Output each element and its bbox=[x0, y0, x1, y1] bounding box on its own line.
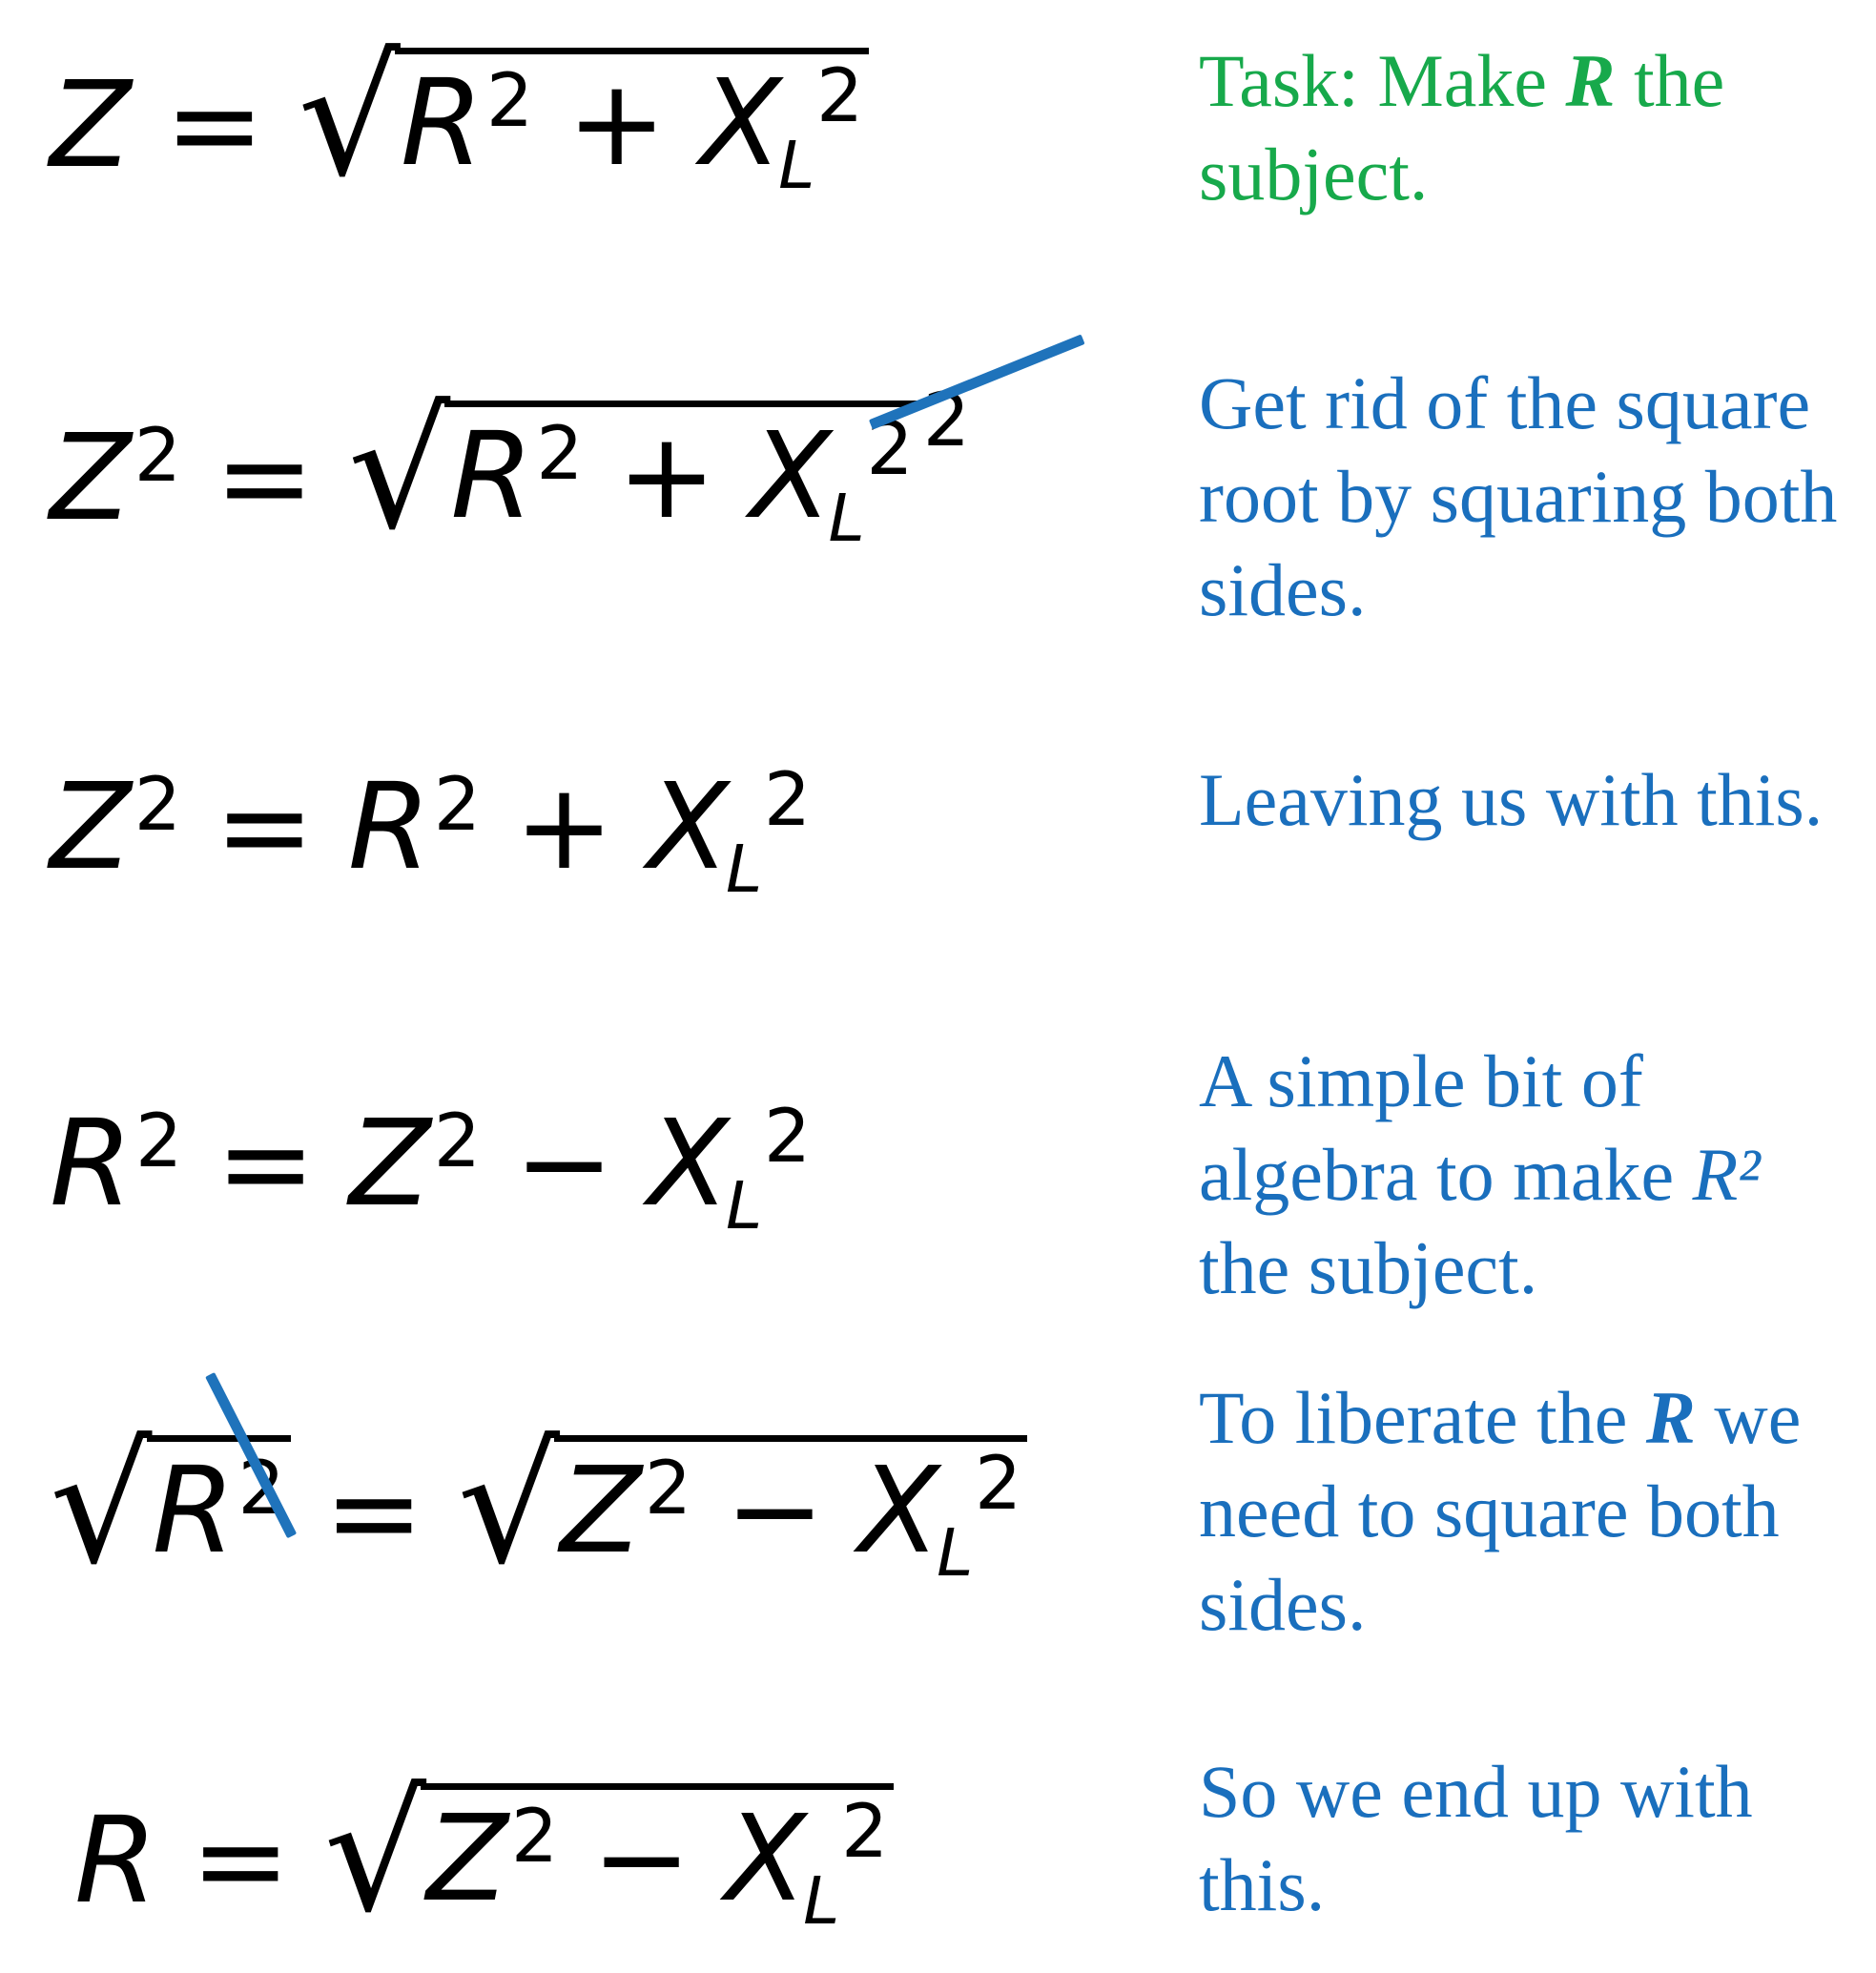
task-subject: R bbox=[1565, 39, 1616, 122]
eq1-term-r: R bbox=[400, 53, 484, 193]
equation-1: Z=√R2+XL2 bbox=[50, 38, 870, 198]
note-4: A simple bit of algebra to make R² the s… bbox=[1199, 1039, 1761, 1309]
eq2-radicand: R2+XL2 bbox=[444, 400, 919, 551]
eq1-radical: √R2+XL2 bbox=[298, 38, 870, 198]
eq1-term-x: X bbox=[699, 53, 782, 193]
eq2-equals: = bbox=[215, 409, 315, 547]
eq2-sqrt-sign: √ bbox=[347, 377, 451, 565]
strike-mark-1 bbox=[868, 334, 1085, 430]
eq5-rhs-radical: √Z2−XL2 bbox=[458, 1426, 1028, 1586]
eq1-power: 2 bbox=[485, 57, 534, 144]
eq1-lhs: Z bbox=[50, 56, 132, 195]
eq2-lhs-power: 2 bbox=[134, 412, 182, 499]
note-2: Get rid of the square root by squaring b… bbox=[1199, 361, 1838, 631]
eq1-radicand: R2+XL2 bbox=[394, 47, 870, 198]
eq1-equals: = bbox=[164, 56, 265, 195]
note-5-emph: R bbox=[1645, 1376, 1696, 1459]
note-6: So we end up with this. bbox=[1199, 1750, 1753, 1926]
note-5: To liberate the R we need to square both… bbox=[1199, 1376, 1802, 1646]
eq6-radical: √Z2−XL2 bbox=[324, 1774, 895, 1934]
eq1-sqrt-sign: √ bbox=[298, 24, 401, 213]
equation-4: R2=Z2−XL2 bbox=[50, 1094, 812, 1244]
note-3: Leaving us with this. bbox=[1199, 758, 1824, 841]
equation-5: √R2=√Z2−XL2 bbox=[50, 1426, 1028, 1586]
equation-3: Z2=R2+XL2 bbox=[50, 757, 812, 908]
note-4-emph: R² bbox=[1692, 1133, 1761, 1216]
eq1-plus: + bbox=[567, 53, 667, 193]
eq5-lhs-radical: √R2 bbox=[50, 1426, 291, 1586]
eq1-subscript: L bbox=[778, 127, 815, 204]
eq1-power-x: 2 bbox=[816, 52, 864, 139]
task-note: Task: Make R the subject. bbox=[1199, 39, 1725, 216]
equation-6: R=√Z2−XL2 bbox=[74, 1774, 895, 1934]
eq2-lhs: Z bbox=[50, 409, 132, 547]
